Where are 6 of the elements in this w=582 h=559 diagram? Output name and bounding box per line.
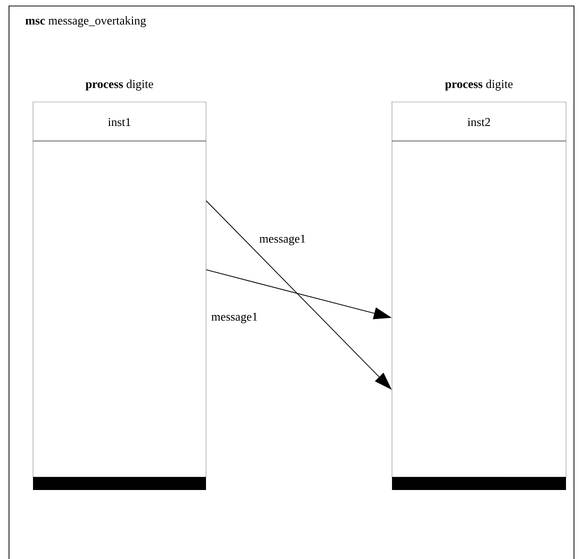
node-label: process digite <box>445 80 513 91</box>
message-label: message1 <box>259 234 306 246</box>
instance-lifeline: process digite inst1 <box>32 80 206 490</box>
instance-lifeline: process digite inst2 <box>392 80 566 490</box>
node-label: process digite <box>86 80 154 91</box>
message-label: message1 <box>211 312 258 324</box>
